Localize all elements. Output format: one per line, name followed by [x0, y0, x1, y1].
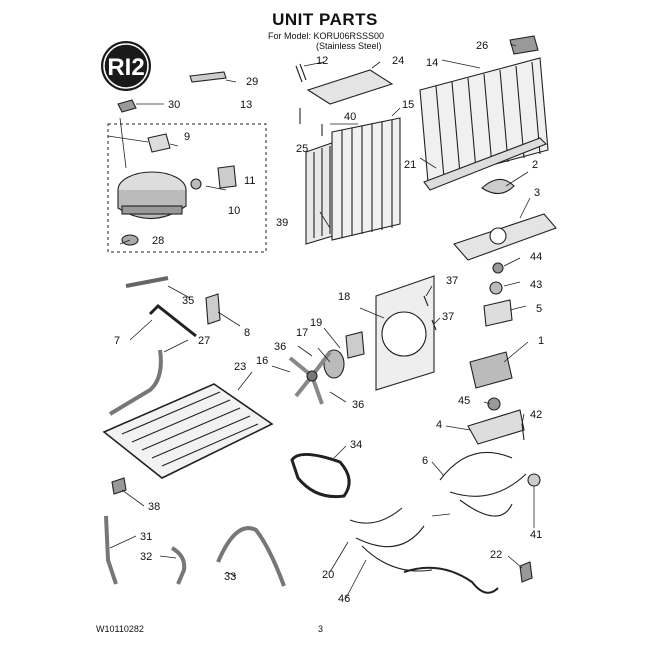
callout-40: 40 [344, 111, 356, 123]
part-29-strip [189, 71, 227, 83]
callout-12: 12 [316, 55, 328, 67]
callout-45: 45 [458, 395, 470, 407]
callout-15: 15 [402, 99, 414, 111]
part-32-tube [170, 546, 187, 585]
part-16-fan [288, 350, 332, 405]
part-18-shroud [375, 275, 435, 391]
part-34-gasket [290, 453, 351, 499]
callout-44: 44 [530, 251, 542, 263]
callout-16: 16 [256, 355, 268, 367]
part-46-cord [403, 566, 499, 594]
callout-8: 8 [244, 327, 250, 339]
callout-27: 27 [198, 335, 210, 347]
callout-32: 32 [140, 551, 152, 563]
part-24-panel [306, 69, 394, 105]
callout-39: 39 [276, 217, 288, 229]
part-26-pad [509, 35, 539, 55]
callout-4: 4 [436, 419, 442, 431]
callout-11: 11 [244, 175, 255, 187]
part-7-rod [148, 303, 197, 338]
part-35-bolt [125, 276, 169, 288]
callout-26: 26 [476, 40, 488, 52]
part-33-tube [216, 526, 286, 587]
part-compressor [117, 171, 187, 220]
callout-6: 6 [422, 455, 428, 467]
callout-14: 14 [426, 57, 438, 69]
model-line: For Model: KORU06RSSS00 [268, 31, 385, 41]
callout-3: 3 [534, 187, 540, 199]
callout-41: 41 [530, 529, 542, 541]
part-1-motor [469, 351, 513, 389]
callout-25: 25 [296, 143, 308, 155]
part-2-fan [481, 178, 515, 195]
leader-lines [107, 43, 535, 599]
part-15-evaporator [331, 117, 401, 241]
callout-20: 20 [322, 569, 334, 581]
callout-21: 21 [404, 159, 416, 171]
doc-number: W10110282 [96, 624, 144, 634]
callout-37: 37 [446, 275, 458, 287]
part-8-bracket [205, 293, 221, 325]
part-17-motor [323, 349, 345, 379]
part-44-grommet [492, 262, 504, 274]
callout-34: 34 [350, 439, 362, 451]
callout-29: 29 [246, 76, 258, 88]
callout-33: 33 [224, 571, 236, 583]
part-41-connector [527, 473, 541, 487]
callout-46: 46 [338, 593, 350, 605]
part-10-grommet [190, 178, 202, 190]
callout-5: 5 [536, 303, 542, 315]
part-37-screws [423, 295, 437, 331]
callout-36: 36 [274, 341, 286, 353]
callout-22: 22 [490, 549, 502, 561]
part-5-bracket [483, 299, 513, 327]
part-11-bracket [217, 165, 237, 189]
part-45-grommet [487, 397, 501, 411]
callout-35: 35 [182, 295, 194, 307]
compressor-group-box [107, 123, 267, 253]
callout-24: 24 [392, 55, 404, 67]
callout-labels: 26 12 24 14 29 30 13 9 40 15 25 11 10 21… [114, 40, 544, 605]
logo-seal: RI2 [101, 41, 151, 91]
callout-23: 23 [234, 361, 246, 373]
part-4-bracket [467, 409, 525, 445]
finish-line: (Stainless Steel) [316, 41, 382, 51]
callout-1: 1 [538, 335, 544, 347]
part-23-tray [102, 383, 274, 479]
callout-42: 42 [530, 409, 542, 421]
callout-37b: 37 [442, 311, 454, 323]
callout-18: 18 [338, 291, 350, 303]
callout-43: 43 [530, 279, 542, 291]
part-12-clips [295, 63, 307, 83]
callout-36b: 36 [352, 399, 364, 411]
part-42-screw [521, 423, 525, 441]
callout-17: 17 [296, 327, 308, 339]
page-title: UNIT PARTS [272, 10, 378, 29]
callout-2: 2 [532, 159, 538, 171]
part-19-bracket [345, 331, 365, 359]
part-20-harness [349, 507, 433, 572]
part-9-relay [147, 133, 171, 153]
part-22-fuse [519, 561, 533, 583]
callout-13: 13 [240, 99, 252, 111]
part-21-strip [423, 137, 547, 191]
callout-31: 31 [140, 531, 152, 543]
callout-28: 28 [152, 235, 164, 247]
logo-text: RI2 [107, 54, 144, 81]
callout-38: 38 [148, 501, 160, 513]
part-31-tube [104, 515, 118, 585]
part-27-tube [108, 349, 163, 416]
page-number: 3 [318, 624, 324, 634]
callout-10: 10 [228, 205, 240, 217]
callout-9: 9 [184, 131, 190, 143]
part-30-pad [117, 99, 137, 113]
part-6-harness [439, 451, 527, 517]
callout-7: 7 [114, 335, 120, 347]
callout-30: 30 [168, 99, 180, 111]
part-43-grommet [489, 281, 503, 295]
callout-19: 19 [310, 317, 322, 329]
